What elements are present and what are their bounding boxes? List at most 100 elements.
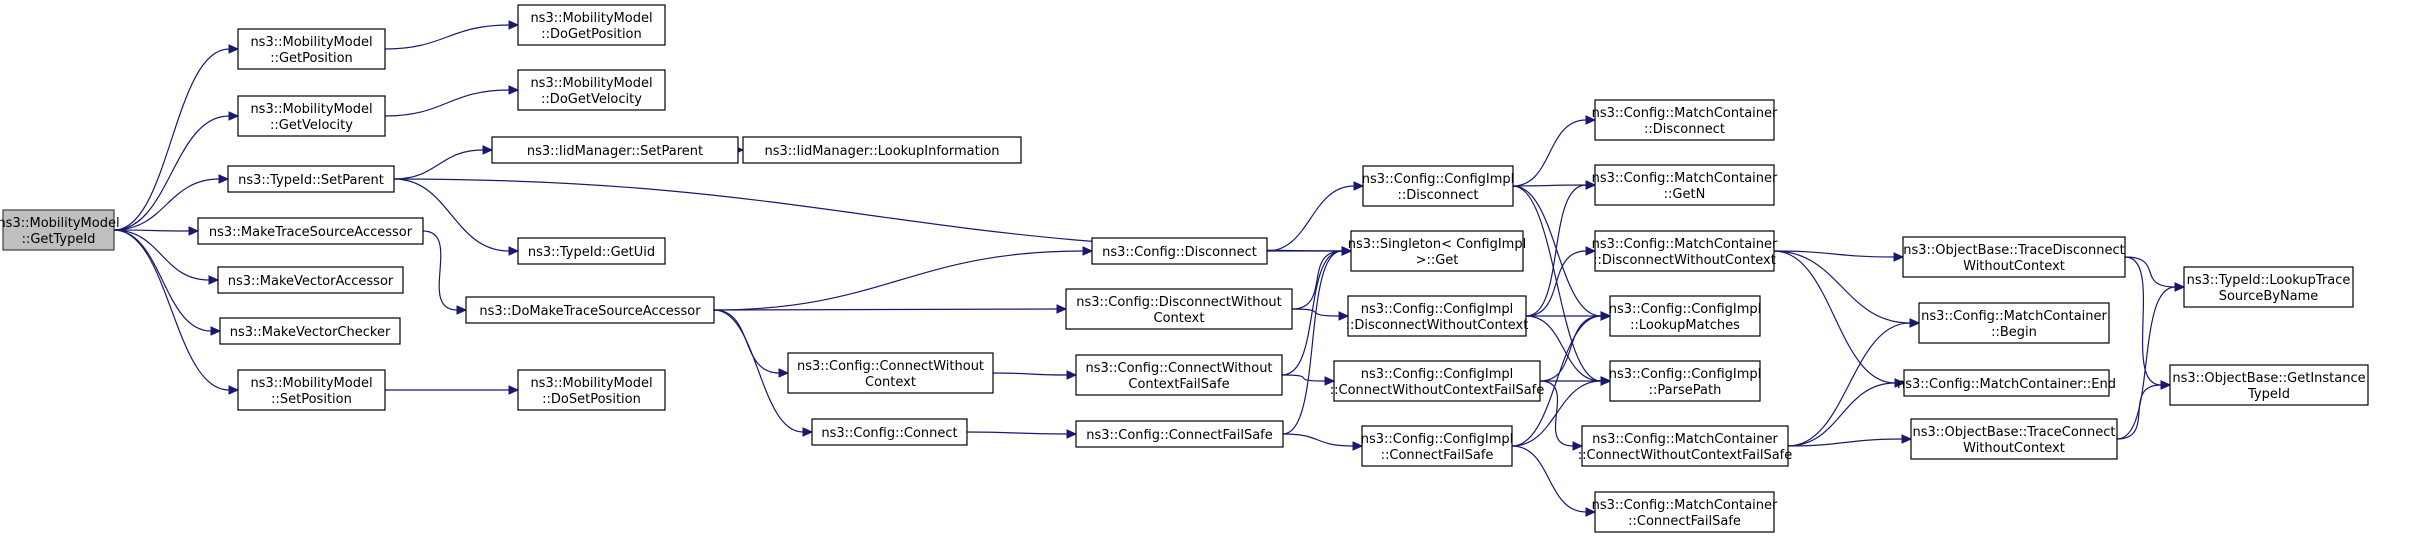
arrowhead-icon — [208, 275, 220, 285]
node-box — [217, 266, 404, 294]
node-ns3-config-configimpl-connectwithoutcontextfailsafe[interactable]: ns3::Config::ConfigImpl::ConnectWithoutC… — [1330, 360, 1545, 402]
node-box — [2169, 364, 2369, 406]
node-ns3-iidmanager-lookupinformation[interactable]: ns3::IidManager::LookupInformation — [742, 136, 1022, 164]
node-ns3-mobilitymodel-setposition[interactable]: ns3::MobilityModel::SetPosition — [237, 369, 386, 411]
edge-tsetparent-to-getuid — [393, 178, 520, 256]
edge-ob_tcwc-to-tid_lookup — [2116, 282, 2186, 440]
arrowhead-icon — [778, 368, 790, 378]
node-ns3-mobilitymodel-dogetvelocity[interactable]: ns3::MobilityModel::DoGetVelocity — [517, 69, 666, 111]
node-label: ns3::MakeVectorChecker — [230, 325, 391, 340]
node-ns3-config-matchcontainer-getn[interactable]: ns3::Config::MatchContainer::GetN — [1592, 164, 1778, 206]
node-ns3-config-matchcontainer-disconnectwithoutcontext[interactable]: ns3::Config::MatchContainer::DisconnectW… — [1592, 230, 1778, 272]
arrowhead-icon — [1324, 376, 1336, 386]
node-label: ns3::Config::ConfigImpl — [1361, 302, 1514, 317]
node-ns3-config-matchcontainer-end[interactable]: ns3::Config::MatchContainer::End — [1897, 369, 2116, 397]
node-box — [1594, 164, 1775, 206]
node-ns3-iidmanager-setparent[interactable]: ns3::IidManager::SetParent — [491, 136, 739, 164]
node-label: ns3::ObjectBase::TraceDisconnect — [1903, 243, 2125, 258]
node-ns3-config-disconnect[interactable]: ns3::Config::Disconnect — [1091, 237, 1268, 265]
node-box — [1361, 425, 1513, 467]
node-box — [1350, 230, 1524, 272]
arrowhead-icon — [1585, 507, 1597, 517]
node-ns3-config-configimpl-disconnectwithoutcontext[interactable]: ns3::Config::ConfigImpl::DisconnectWitho… — [1346, 295, 1529, 337]
node-ns3-mobilitymodel-gettypeid[interactable]: ns3::MobilityModel::GetTypeId — [0, 209, 120, 251]
edge-line — [1512, 185, 1602, 317]
node-label: ns3::Config::ConfigImpl — [1361, 432, 1514, 447]
edge-domktsa-to-cconn — [713, 309, 814, 437]
node-ns3-config-configimpl-parsepath[interactable]: ns3::Config::ConfigImpl::ParsePath — [1609, 360, 1762, 402]
node-box — [1091, 237, 1268, 265]
edge-line — [384, 89, 510, 117]
edges — [113, 20, 2186, 517]
arrowhead-icon — [482, 145, 494, 155]
node-ns3-makevectorchecker[interactable]: ns3::MakeVectorChecker — [219, 317, 401, 345]
node-box — [1609, 360, 1761, 402]
node-ns3-objectbase-tracedisconnectwithoutcontext[interactable]: ns3::ObjectBase::TraceDisconnectWithoutC… — [1902, 236, 2126, 278]
node-ns3-config-connectfailsafe[interactable]: ns3::Config::ConnectFailSafe — [1075, 420, 1284, 448]
edge-mktsa-to-domktsa — [422, 230, 468, 315]
node-label: SourceByName — [2219, 289, 2319, 304]
edge-line — [1773, 250, 1911, 324]
edge-line — [113, 229, 190, 232]
edge-root-to-mkvc — [113, 229, 222, 336]
node-label: ::ConnectFailSafe — [1628, 514, 1741, 529]
node-ns3-config-connect[interactable]: ns3::Config::Connect — [811, 418, 968, 446]
arrowhead-icon — [1352, 441, 1364, 451]
edge-tsetparent-to-isetparent — [393, 145, 494, 180]
node-box — [1910, 418, 2118, 460]
edge-cconnwcfs-to-ci_connwcfs — [1281, 374, 1336, 386]
edge-getvel-to-dogetvel — [384, 85, 520, 117]
edge-mc_connwcfs-to-mc_end — [1787, 378, 1906, 447]
node-label: ns3::Config::Connect — [821, 426, 957, 441]
edge-line — [1282, 433, 1354, 447]
edge-line — [1281, 250, 1343, 376]
node-label: ns3::MobilityModel — [250, 35, 372, 50]
node-ns3-mobilitymodel-dosetposition[interactable]: ns3::MobilityModel::DoSetPosition — [517, 369, 666, 411]
node-box — [1594, 99, 1775, 141]
node-label: ns3::ObjectBase::GetInstance — [2172, 371, 2365, 386]
node-ns3-config-configimpl-lookupmatches[interactable]: ns3::Config::ConfigImpl::LookupMatches — [1609, 295, 1762, 337]
node-box — [517, 369, 666, 411]
edge-ob_tcwc-to-ob_getinst — [2116, 380, 2172, 440]
node-ns3-config-connectwithoutcontextfailsafe[interactable]: ns3::Config::ConnectWithoutContextFailSa… — [1075, 354, 1283, 396]
node-ns3-makevectoraccessor[interactable]: ns3::MakeVectorAccessor — [217, 266, 404, 294]
node-ns3-mobilitymodel-dogetposition[interactable]: ns3::MobilityModel::DoGetPosition — [517, 4, 666, 46]
edge-line — [713, 309, 804, 433]
node-label: ::SetPosition — [271, 392, 352, 407]
node-label: ::DoGetPosition — [541, 27, 642, 42]
node-ns3-config-configimpl-connectfailsafe[interactable]: ns3::Config::ConfigImpl::ConnectFailSafe — [1361, 425, 1514, 467]
edge-line — [1525, 250, 1587, 317]
arrowhead-icon — [1893, 252, 1905, 262]
node-label: ::GetN — [1664, 187, 1706, 202]
node-label: WithoutContext — [1963, 441, 2065, 456]
node-ns3-typeid-getuid[interactable]: ns3::TypeId::GetUid — [517, 237, 666, 265]
edge-mc_discwc-to-ob_tdwc — [1773, 250, 1905, 262]
node-ns3-config-matchcontainer-begin[interactable]: ns3::Config::MatchContainer::Begin — [1918, 302, 2110, 344]
node-ns3-config-matchcontainer-connectfailsafe[interactable]: ns3::Config::MatchContainer::ConnectFail… — [1592, 491, 1778, 533]
edge-mc_connwcfs-to-mc_begin — [1787, 318, 1921, 447]
node-ns3-singleton-configimpl-get[interactable]: ns3::Singleton< ConfigImpl>::Get — [1348, 230, 1526, 272]
node-box — [742, 136, 1022, 164]
node-box — [1075, 354, 1283, 396]
node-ns3-mobilitymodel-getvelocity[interactable]: ns3::MobilityModel::GetVelocity — [237, 95, 386, 137]
node-ns3-objectbase-traceconnectwithoutcontext[interactable]: ns3::ObjectBase::TraceConnectWithoutCont… — [1910, 418, 2118, 460]
node-ns3-config-matchcontainer-connectwithoutcontextfailsafe[interactable]: ns3::Config::MatchContainer::ConnectWith… — [1578, 425, 1793, 467]
node-ns3-config-configimpl-disconnect[interactable]: ns3::Config::ConfigImpl::Disconnect — [1362, 165, 1515, 207]
node-ns3-mobilitymodel-getposition[interactable]: ns3::MobilityModel::GetPosition — [237, 28, 386, 70]
node-ns3-typeid-setparent[interactable]: ns3::TypeId::SetParent — [227, 165, 395, 193]
node-box — [1902, 236, 2126, 278]
node-ns3-config-disconnectwithoutcontext[interactable]: ns3::Config::DisconnectWithoutContext — [1065, 288, 1293, 330]
node-box — [1581, 425, 1789, 467]
node-label: ns3::MobilityModel — [530, 11, 652, 26]
edge-line — [1787, 438, 1903, 447]
edge-line — [1291, 250, 1343, 310]
node-ns3-maketracesourceaccessor[interactable]: ns3::MakeTraceSourceAccessor — [197, 217, 424, 245]
node-ns3-domaketracesourceaccessor[interactable]: ns3::DoMakeTraceSourceAccessor — [465, 296, 715, 324]
node-ns3-config-matchcontainer-disconnect[interactable]: ns3::Config::MatchContainer::Disconnect — [1592, 99, 1778, 141]
node-box — [517, 4, 666, 46]
node-label: ns3::IidManager::SetParent — [527, 144, 703, 159]
node-ns3-config-connectwithoutcontext[interactable]: ns3::Config::ConnectWithoutContext — [787, 352, 994, 394]
edge-domktsa-to-cconnwc — [713, 309, 790, 378]
